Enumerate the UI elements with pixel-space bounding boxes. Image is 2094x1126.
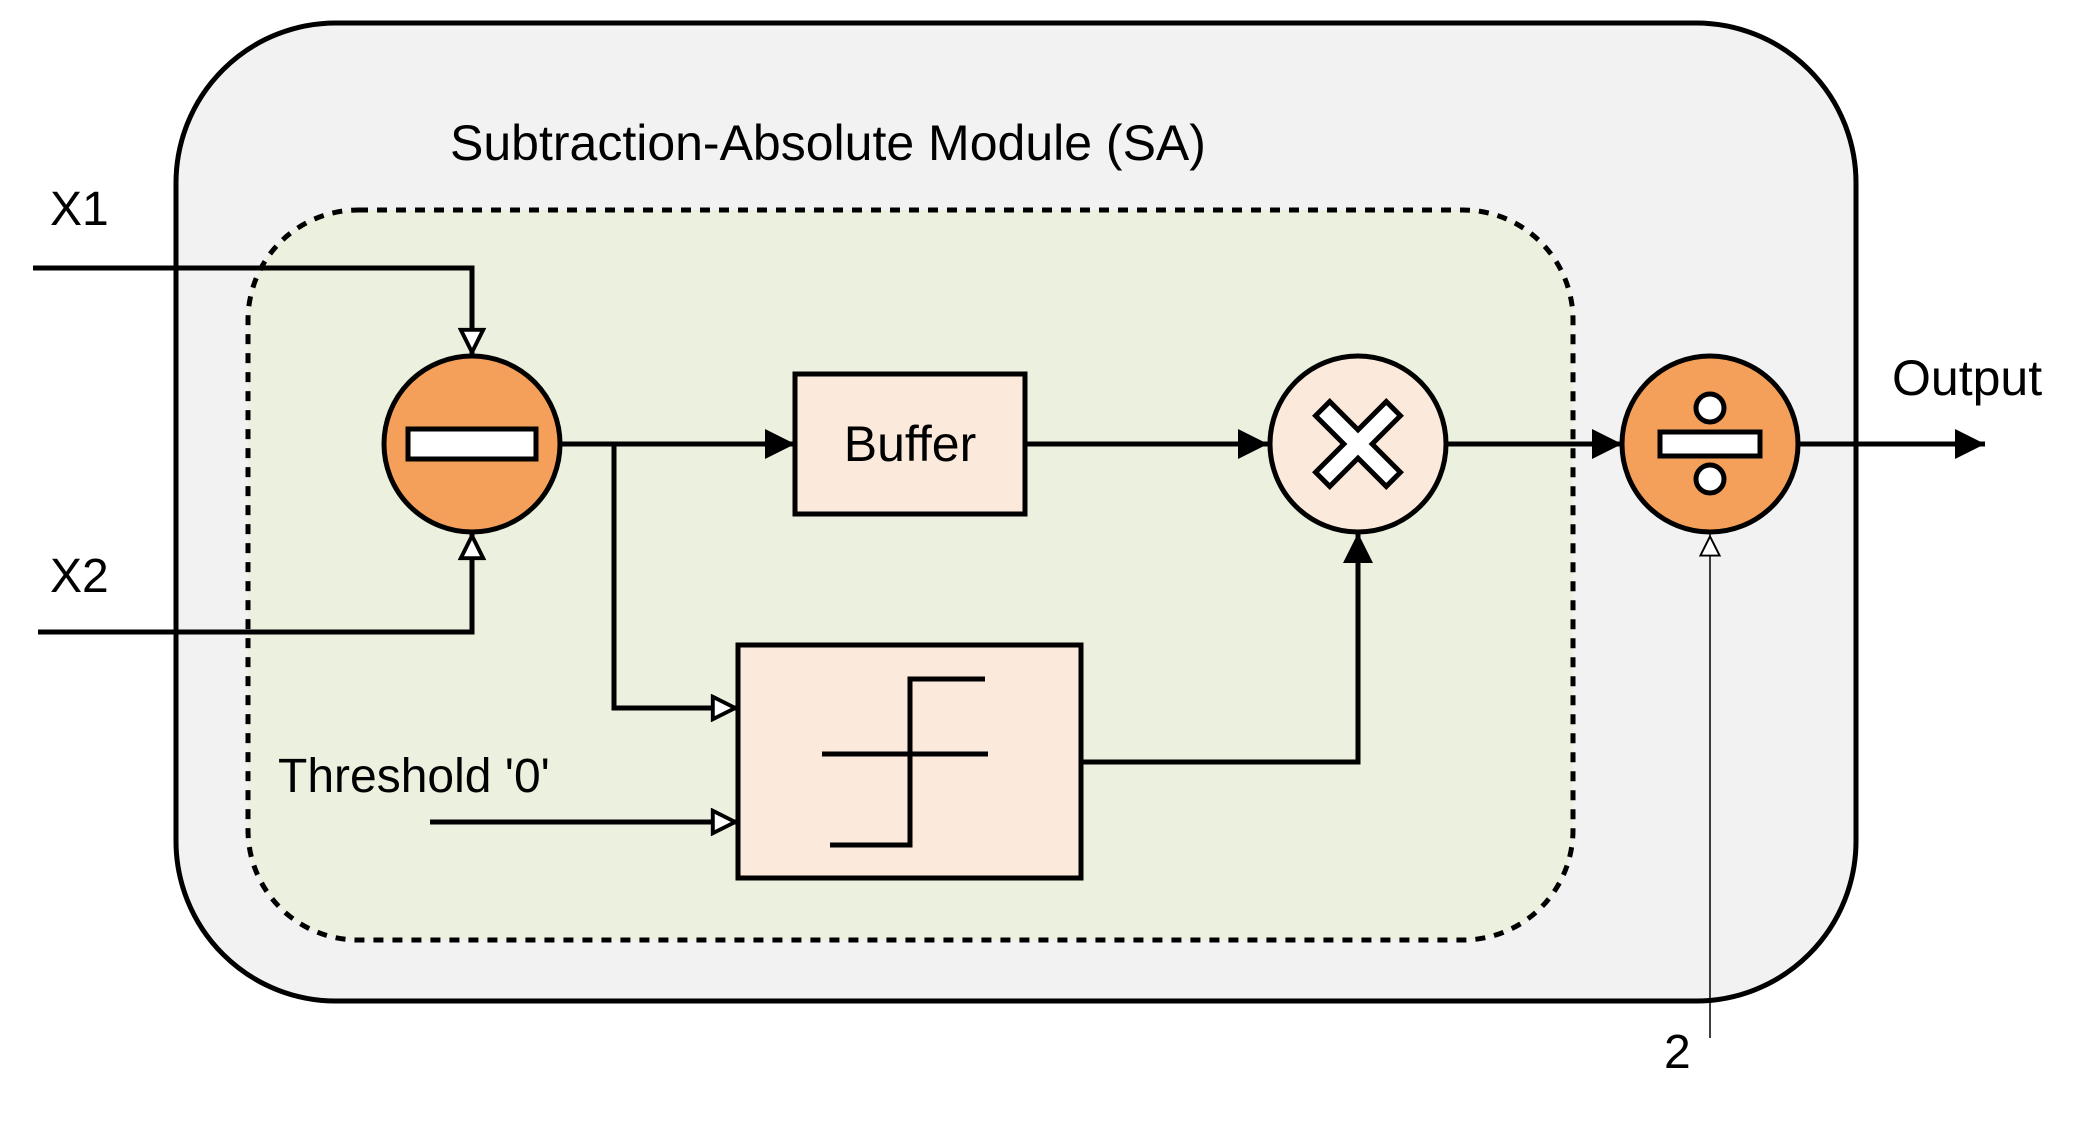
x2-wire (38, 533, 472, 635)
divisor-label: 2 (1664, 1026, 1691, 1079)
subtract-operator (381, 353, 563, 535)
threshold-label: Threshold '0' (278, 750, 550, 803)
times-icon (1312, 398, 1404, 490)
step-to-multiply-wire (1081, 533, 1373, 765)
divide-operator (1619, 353, 1801, 535)
multiply-operator (1267, 353, 1449, 535)
branch-to-step-wire (611, 444, 738, 708)
input-label-x2: X2 (50, 550, 109, 603)
division-icon (1657, 391, 1763, 496)
x1-wire (33, 265, 472, 355)
input-label-x1: X1 (50, 183, 109, 236)
step-function-block (735, 642, 1084, 881)
step-function-icon (822, 676, 988, 848)
inner-dashed-region (245, 207, 1576, 943)
minus-icon (405, 426, 539, 462)
output-label: Output (1892, 350, 2042, 406)
buffer-block: Buffer (792, 371, 1028, 517)
buffer-label: Buffer (844, 416, 977, 472)
module-title: Subtraction-Absolute Module (SA) (450, 115, 1206, 171)
